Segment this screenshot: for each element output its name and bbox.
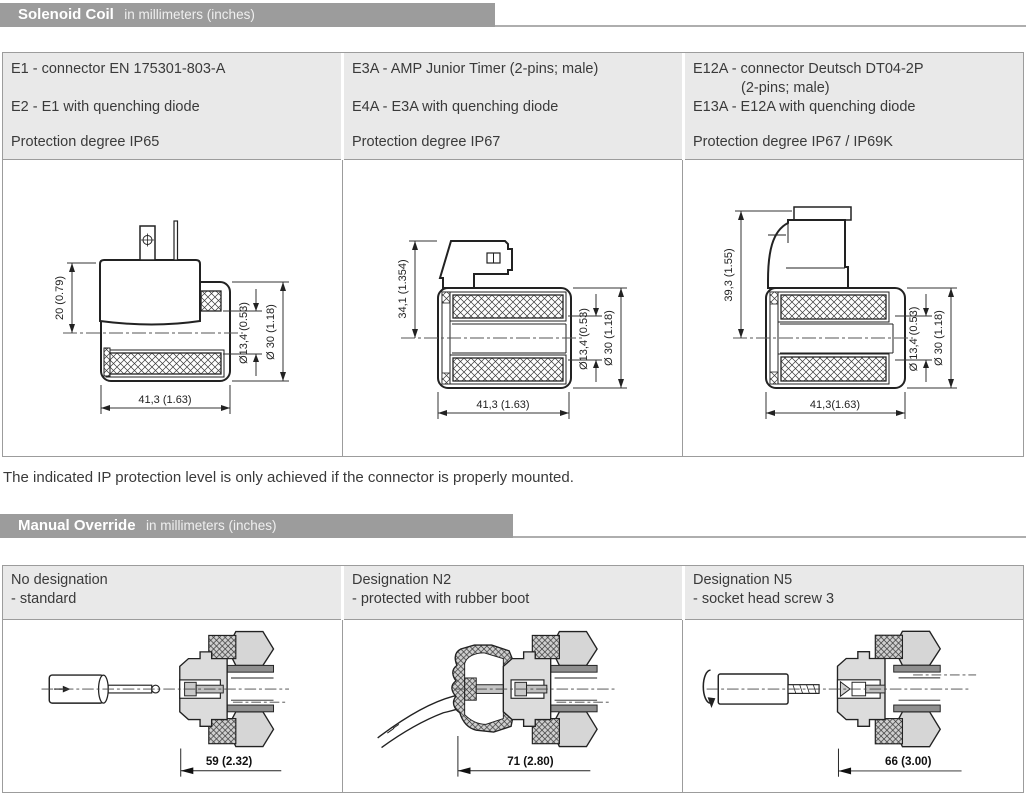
solenoid-col1-header: E1 - connector EN 175301-803-A E2 - E1 w…: [3, 53, 341, 160]
override-col3-header: Designation N5 - socket head screw 3: [685, 566, 1023, 620]
svg-text:41,3 (1.63): 41,3 (1.63): [476, 399, 529, 411]
override-n2-drawing: 71 (2.80): [376, 630, 614, 777]
dimension-width: 41,3 (1.63): [100, 385, 230, 414]
dimension-outer-diameter: Ø 30 (1.18): [231, 281, 289, 382]
coil-variant-line: (2-pins; male): [741, 80, 830, 96]
e3a-drawing-cell: 34,1 (1.354) 41,3 (1.63) Ø13,4 (0.53): [343, 160, 683, 456]
override-designation: No designation: [11, 572, 108, 588]
svg-text:Ø 30 (1.18): Ø 30 (1.18): [933, 310, 945, 366]
svg-text:Ø 30 (1.18): Ø 30 (1.18): [265, 304, 277, 360]
dimension-inner-diameter: Ø13,4 (0.53): [567, 294, 602, 382]
override-n5-cell: 66 (3.00): [683, 620, 1023, 792]
protection-degree: Protection degree IP67: [352, 134, 501, 150]
section-header-override: Manual Override in millimeters (inches): [0, 514, 513, 538]
e12a-drawing-cell: 39,3 (1.55) 41,3(1.63) Ø 13,4 (0.53): [683, 160, 1023, 456]
override-standard-cell: 59 (2.32): [3, 620, 343, 792]
coil-variant-line: E3A - AMP Junior Timer (2-pins; male): [352, 61, 599, 77]
dimension-depth: 66 (3.00): [837, 748, 962, 777]
override-designation: Designation N2: [352, 572, 452, 588]
dimension-outer-diameter: Ø 30 (1.18): [572, 287, 627, 389]
override-description: - standard: [11, 591, 77, 607]
override-col1-header: No designation - standard: [3, 566, 341, 620]
override-n2-cell: 71 (2.80): [343, 620, 683, 792]
coil-variant-line: E13A - E12A with quenching diode: [693, 99, 916, 115]
svg-text:Ø13,4 (0.53): Ø13,4 (0.53): [238, 302, 250, 364]
svg-text:41,3(1.63): 41,3(1.63): [810, 399, 860, 411]
section-units: in millimeters (inches): [146, 518, 277, 533]
dimension-inner-diameter: Ø13,4 (0.53): [222, 289, 262, 376]
e1-drawing-cell: 20 (0.79) 41,3 (1.63) Ø13,4 (0.53): [3, 160, 343, 456]
coil-variant-line: E2 - E1 with quenching diode: [11, 99, 200, 115]
svg-text:39,3 (1.55): 39,3 (1.55): [723, 248, 735, 301]
override-n5-drawing: 66 (3.00): [702, 630, 977, 777]
section-header-solenoid: Solenoid Coil in millimeters (inches): [0, 3, 495, 27]
ip-protection-note: The indicated IP protection level is onl…: [3, 469, 574, 486]
valve-section: [178, 630, 274, 748]
coil-variant-line: E12A - connector Deutsch DT04-2P: [693, 61, 924, 77]
dimension-height: 34,1 (1.354): [397, 240, 437, 338]
override-standard-drawing: 59 (2.32): [41, 630, 289, 777]
solenoid-col3-header: E12A - connector Deutsch DT04-2P (2-pins…: [685, 53, 1023, 160]
dimension-inner-diameter: Ø 13,4 (0.53): [895, 294, 932, 382]
section-rule-solenoid: [0, 25, 1026, 27]
override-description: - protected with rubber boot: [352, 591, 530, 607]
svg-text:59 (2.32): 59 (2.32): [205, 755, 252, 768]
svg-text:34,1 (1.354): 34,1 (1.354): [397, 259, 409, 318]
svg-text:71 (2.80): 71 (2.80): [507, 755, 554, 768]
amp-connector: [438, 240, 513, 289]
din-connector: [98, 220, 201, 326]
override-designation: Designation N5: [693, 572, 793, 588]
dimension-width: 41,3 (1.63): [437, 392, 569, 419]
svg-text:41,3 (1.63): 41,3 (1.63): [138, 394, 191, 406]
dimension-outer-diameter: Ø 30 (1.18): [907, 287, 957, 389]
section-title: Solenoid Coil: [18, 6, 114, 23]
dimension-height: 20 (0.79): [54, 262, 96, 333]
dimension-width: 41,3(1.63): [765, 392, 906, 419]
protection-degree: Protection degree IP65: [11, 134, 160, 150]
override-description: - socket head screw 3: [693, 591, 835, 607]
rotation-arrow-icon: [702, 669, 711, 704]
section-title: Manual Override: [18, 517, 136, 534]
dimension-depth: 71 (2.80): [456, 735, 590, 777]
e12a-coil-drawing: 39,3 (1.55) 41,3(1.63) Ø 13,4 (0.53): [723, 206, 957, 419]
solenoid-table-body: 20 (0.79) 41,3 (1.63) Ø13,4 (0.53): [3, 160, 1023, 456]
svg-text:Ø 13,4 (0.53): Ø 13,4 (0.53): [908, 307, 920, 372]
section-rule-override: [0, 536, 1026, 538]
svg-text:66 (3.00): 66 (3.00): [885, 755, 932, 768]
override-table: No designation - standard Designation N2…: [2, 565, 1024, 793]
svg-text:Ø 30 (1.18): Ø 30 (1.18): [603, 310, 615, 366]
e3a-coil-drawing: 34,1 (1.354) 41,3 (1.63) Ø13,4 (0.53): [397, 240, 627, 419]
protection-degree: Protection degree IP67 / IP69K: [693, 134, 893, 150]
svg-text:Ø13,4 (0.53): Ø13,4 (0.53): [578, 308, 590, 370]
svg-text:20 (0.79): 20 (0.79): [54, 276, 66, 320]
dimension-height: 39,3 (1.55): [723, 210, 792, 338]
deutsch-connector: [767, 206, 852, 289]
coil-variant-line: E1 - connector EN 175301-803-A: [11, 61, 226, 77]
solenoid-table: E1 - connector EN 175301-803-A E2 - E1 w…: [2, 52, 1024, 457]
connector-pin: [172, 220, 178, 261]
coil-variant-line: E4A - E3A with quenching diode: [352, 99, 559, 115]
dimension-depth: 59 (2.32): [179, 748, 281, 777]
turn-tool: [702, 669, 820, 708]
override-col2-header: Designation N2 - protected with rubber b…: [344, 566, 682, 620]
override-table-body: 59 (2.32): [3, 620, 1023, 792]
solenoid-col2-header: E3A - AMP Junior Timer (2-pins; male) E4…: [344, 53, 682, 160]
override-table-header: No designation - standard Designation N2…: [3, 566, 1023, 620]
section-units: in millimeters (inches): [124, 7, 255, 22]
solenoid-table-header: E1 - connector EN 175301-803-A E2 - E1 w…: [3, 53, 1023, 160]
valve-section: [502, 630, 598, 748]
e1-coil-drawing: 20 (0.79) 41,3 (1.63) Ø13,4 (0.53): [54, 220, 289, 414]
